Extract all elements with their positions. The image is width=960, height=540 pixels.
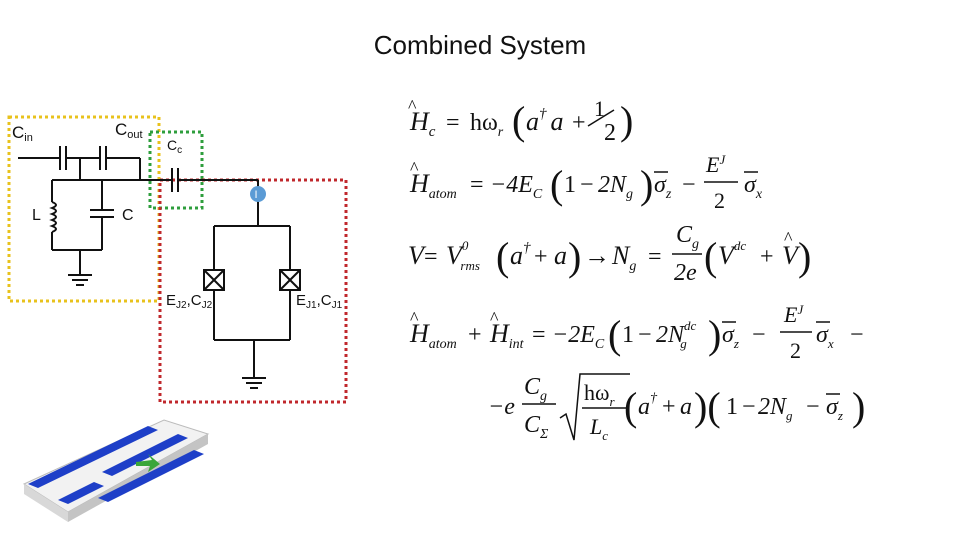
coupling-box: [148, 130, 204, 210]
svg-text:EJ: EJ: [783, 302, 804, 327]
svg-text:Ng: Ng: [611, 241, 636, 274]
svg-text:+: +: [662, 394, 676, 420]
svg-text:Vdc: Vdc: [718, 238, 746, 270]
junction1-label: EJ1,CJ1: [296, 292, 343, 311]
svg-text:σz: σz: [722, 322, 739, 351]
svg-text:(: (: [512, 98, 525, 143]
svg-text:)(: )(: [694, 384, 721, 429]
svg-text:Hatom: Hatom: [409, 169, 457, 202]
svg-text:^: ^: [490, 308, 499, 328]
svg-text:1: 1: [594, 96, 605, 121]
svg-text:2Ng: 2Ng: [598, 172, 633, 202]
svg-text:): ): [708, 312, 721, 357]
cc-label: Cc: [167, 137, 182, 156]
svg-text:−: −: [850, 322, 864, 348]
svg-text:): ): [640, 162, 653, 207]
svg-text:σx: σx: [744, 172, 763, 202]
equation-2: ^ Hatom = −4EC ( 1 − 2Ng ) σz − EJ 2 σx: [409, 152, 763, 213]
svg-text:−: −: [638, 322, 652, 348]
svg-text:−: −: [752, 322, 766, 348]
svg-text:+: +: [572, 110, 586, 136]
svg-text:σz: σz: [654, 172, 672, 202]
node-label: I: [254, 189, 257, 201]
node-marker: [250, 186, 266, 202]
svg-text:2Ng: 2Ng: [758, 394, 793, 423]
svg-text:=: =: [532, 322, 546, 348]
svg-text:−2EC: −2EC: [552, 322, 605, 352]
svg-text:EJ: EJ: [705, 152, 726, 177]
svg-text:Cg: Cg: [676, 222, 699, 252]
svg-text:−e: −e: [488, 394, 515, 420]
svg-text:→: →: [584, 241, 610, 270]
junction2-label: EJ2,CJ2: [166, 292, 213, 311]
svg-text:a†: a†: [510, 240, 531, 270]
svg-text:(: (: [496, 234, 509, 279]
svg-text:^: ^: [408, 96, 417, 116]
svg-text:): ): [852, 384, 865, 429]
cout-label: Cout: [115, 120, 143, 141]
svg-text:2: 2: [714, 188, 725, 213]
svg-text:(: (: [704, 234, 717, 279]
svg-text:Hint: Hint: [489, 319, 525, 352]
svg-text:2e: 2e: [674, 260, 697, 286]
equations: Hc ^ = hωr ( a†a + 1 2 ) ^ Hatom = −4EC …: [408, 96, 865, 443]
svg-text:): ): [798, 234, 811, 279]
svg-text:(: (: [550, 162, 563, 207]
svg-text:+: +: [534, 244, 548, 270]
svg-text:^: ^: [784, 228, 793, 248]
svg-text:−: −: [580, 172, 594, 198]
svg-text:+: +: [468, 322, 482, 348]
svg-text:σx: σx: [816, 322, 834, 351]
slide-title: Combined System: [373, 30, 587, 60]
svg-text:a: a: [680, 394, 692, 420]
svg-text:2: 2: [604, 120, 616, 146]
svg-text:V: V: [782, 241, 801, 270]
svg-text:^: ^: [410, 308, 419, 328]
svg-text:−4EC: −4EC: [490, 172, 543, 202]
circuit-diagram: I Cin Cout Cc L C EJ2,CJ2 EJ1,CJ1: [7, 115, 348, 404]
svg-text:a†: a†: [638, 391, 658, 420]
inductor-label: L: [32, 207, 41, 224]
svg-text:Hc: Hc: [409, 107, 436, 140]
circuit-wires: [18, 146, 301, 389]
svg-text:Lc: Lc: [589, 414, 608, 443]
svg-text:=: =: [424, 244, 438, 270]
svg-text:Cg: Cg: [524, 374, 547, 404]
cin-label: Cin: [12, 123, 33, 144]
svg-text:1: 1: [726, 394, 738, 420]
svg-text:(: (: [624, 384, 637, 429]
svg-text:σz: σz: [826, 394, 843, 423]
svg-text:1: 1: [622, 322, 634, 348]
svg-text:=: =: [648, 244, 662, 270]
svg-text:a: a: [554, 241, 567, 270]
svg-text:−: −: [806, 394, 820, 420]
svg-text:CΣ: CΣ: [524, 412, 549, 442]
svg-text:−: −: [682, 172, 696, 198]
svg-text:^: ^: [410, 158, 419, 178]
svg-text:hωr: hωr: [470, 110, 504, 140]
svg-text:2: 2: [790, 338, 801, 363]
svg-text:−: −: [742, 394, 756, 420]
svg-text:hωr: hωr: [584, 380, 615, 409]
svg-text:+: +: [760, 244, 774, 270]
svg-text:(: (: [608, 312, 621, 357]
svg-text:=: =: [470, 172, 484, 198]
svg-text:1: 1: [564, 172, 576, 198]
equation-5: −e Cg CΣ hωr Lc ( a† + a )( 1 − 2Ng − σz…: [488, 373, 865, 443]
chip-illustration: [22, 419, 210, 522]
svg-text:): ): [568, 234, 581, 279]
svg-text:Hatom: Hatom: [409, 319, 457, 352]
svg-text:): ): [620, 98, 633, 143]
equation-1: Hc ^ = hωr ( a†a + 1 2 ): [408, 96, 633, 146]
svg-text:V: V: [408, 241, 427, 270]
svg-text:=: =: [446, 110, 460, 136]
capacitor-label: C: [122, 207, 134, 224]
svg-text:a†a: a†a: [526, 106, 564, 136]
